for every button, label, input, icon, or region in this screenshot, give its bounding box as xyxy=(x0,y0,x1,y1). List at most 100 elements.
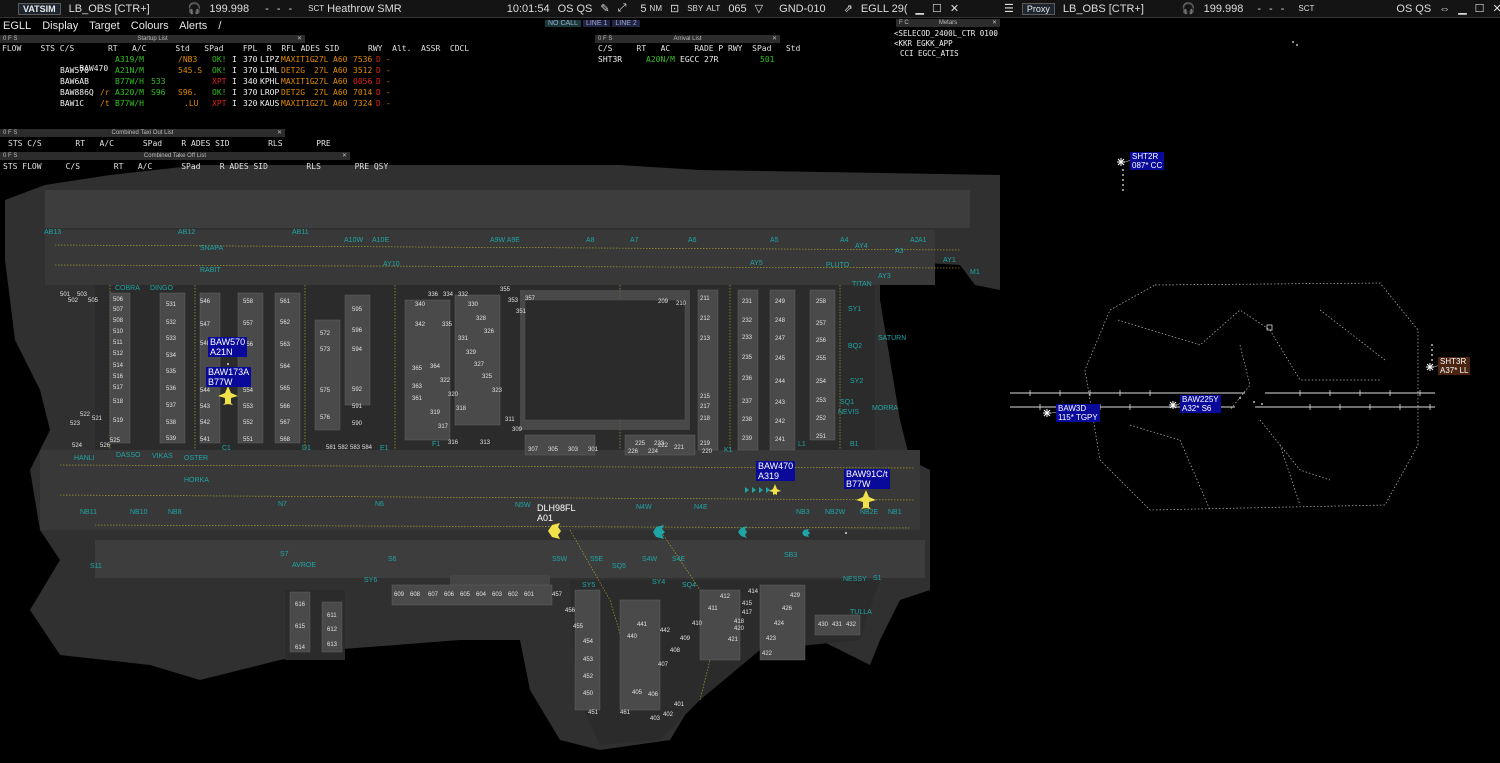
row-spad: S96. xyxy=(178,88,198,97)
menu-slash[interactable]: / xyxy=(218,20,222,32)
target-callsign: BAW225Y xyxy=(1182,395,1219,404)
filter-icon[interactable]: ▽ xyxy=(754,3,764,15)
close-icon[interactable]: ✕ xyxy=(341,153,347,159)
row-callsign[interactable]: BAW6AB xyxy=(60,77,89,86)
svg-text:NESSY: NESSY xyxy=(843,576,867,583)
line2-button[interactable]: LINE 2 xyxy=(612,20,640,27)
headset-icon[interactable]: 🎧 xyxy=(1181,3,1196,15)
close-icon[interactable]: ✕ xyxy=(296,36,302,42)
close-icon[interactable]: ✕ xyxy=(949,3,960,15)
swap-icon[interactable]: ⇔ xyxy=(1439,2,1451,15)
svg-text:320: 320 xyxy=(448,392,459,398)
os-button[interactable]: OS xyxy=(557,2,574,15)
svg-text:417: 417 xyxy=(742,610,753,616)
aircraft-callsign: BAW470 xyxy=(758,461,794,471)
svg-text:A6: A6 xyxy=(688,237,697,244)
aircraft-label[interactable]: BAW173A B77W xyxy=(206,367,252,387)
minimize-icon[interactable]: ▁ xyxy=(915,3,924,15)
qs-button[interactable]: QS xyxy=(576,2,593,15)
svg-text:242: 242 xyxy=(775,419,786,425)
menu-icon[interactable]: ☰ xyxy=(1004,3,1014,15)
svg-text:594: 594 xyxy=(352,347,363,353)
menu-alerts[interactable]: Alerts xyxy=(179,20,208,32)
minimize-icon[interactable]: ▁ xyxy=(1458,3,1467,15)
radar-view[interactable] xyxy=(1000,19,1500,763)
row-callsign[interactable]: BAW1C xyxy=(60,99,85,108)
aircraft-label[interactable]: BAW470 A319 xyxy=(756,461,796,481)
startup-list-ofs[interactable]: 0 F S xyxy=(3,36,18,42)
headset-icon[interactable]: 🎧 xyxy=(187,3,202,15)
aircraft-label[interactable]: BAW91C/t B77W xyxy=(844,469,890,489)
arrival-row-callsign[interactable]: SHT3R xyxy=(598,55,623,64)
svg-text:539: 539 xyxy=(166,436,177,442)
taxi-out-list-titlebar[interactable]: 0 F S Combined Taxi Out List ✕ xyxy=(0,129,285,137)
menu-airport[interactable]: EGLL xyxy=(3,20,32,32)
svg-text:603: 603 xyxy=(492,592,503,598)
row-assr: 7324 xyxy=(353,99,373,108)
row-rwy: 27L xyxy=(314,77,329,86)
startup-list-titlebar[interactable]: 0 F S Startup List ✕ xyxy=(0,35,305,43)
radar-target-label[interactable]: BAW225Y A32* S6 xyxy=(1180,395,1221,413)
aircraft-label[interactable]: DLH98FL A01 xyxy=(535,503,578,523)
os-button[interactable]: OS xyxy=(1396,2,1413,15)
metars-ofs[interactable]: F C xyxy=(899,20,909,26)
close-icon[interactable]: ✕ xyxy=(276,130,282,136)
row-callsign[interactable]: BAW570 xyxy=(60,66,89,75)
vatsim-button[interactable]: VATSIM xyxy=(18,2,61,15)
aircraft-label[interactable]: BAW570 A21N xyxy=(208,337,248,357)
range-value[interactable]: 5 xyxy=(640,2,647,15)
dash-1: - xyxy=(1257,2,1262,15)
ruler-icon[interactable]: ⤢ xyxy=(617,2,627,14)
svg-text:562: 562 xyxy=(280,320,291,326)
table-row[interactable]: BAW470 xyxy=(60,55,108,82)
row-cdcl: D xyxy=(376,99,381,108)
maximize-icon[interactable]: ☐ xyxy=(1474,3,1485,15)
pencil-icon[interactable]: ✎ xyxy=(600,3,610,15)
takeoff-ofs[interactable]: 0 F S xyxy=(3,153,18,159)
svg-text:N6: N6 xyxy=(375,501,384,508)
menu-display[interactable]: Display xyxy=(42,20,79,32)
sby-label[interactable]: SBY xyxy=(687,4,704,13)
svg-text:517: 517 xyxy=(113,385,124,391)
alt-label[interactable]: ALT xyxy=(706,4,721,13)
row-callsign[interactable]: BAW886Q xyxy=(60,88,94,97)
svg-text:AVROE: AVROE xyxy=(292,562,316,569)
close-icon[interactable]: ✕ xyxy=(771,36,777,42)
row-rt: /t xyxy=(100,99,110,108)
radar-target-label[interactable]: BAW3D 115* TGPY xyxy=(1056,404,1100,422)
svg-text:SNAPA: SNAPA xyxy=(200,245,224,252)
menu-colours[interactable]: Colours xyxy=(130,20,169,32)
arrival-list-titlebar[interactable]: 0 F S Arrival List ✕ xyxy=(595,35,780,43)
svg-text:211: 211 xyxy=(700,296,710,302)
svg-text:MORRA: MORRA xyxy=(872,405,898,412)
menu-target[interactable]: Target xyxy=(89,20,120,32)
svg-text:606: 606 xyxy=(444,592,455,598)
svg-text:564: 564 xyxy=(280,364,291,370)
svg-text:556: 556 xyxy=(243,342,254,348)
svg-text:DINGO: DINGO xyxy=(150,285,174,292)
svg-text:516: 516 xyxy=(113,374,124,380)
maximize-icon[interactable]: ☐ xyxy=(931,3,942,15)
svg-text:210: 210 xyxy=(676,301,687,307)
proxy-button[interactable]: Proxy xyxy=(1021,2,1055,15)
svg-text:222: 222 xyxy=(658,443,669,449)
radar-target-label[interactable]: SHT3R A37* LL xyxy=(1438,357,1471,375)
close-icon[interactable]: ✕ xyxy=(991,20,997,26)
no-call-button[interactable]: NO CALL xyxy=(545,20,581,27)
row-cdcl: D xyxy=(376,66,381,75)
radar-target-label[interactable]: SHT2R 087* CC xyxy=(1130,152,1165,170)
arrival-list-ofs[interactable]: 0 F S xyxy=(598,36,613,42)
taxi-out-ofs[interactable]: 0 F S xyxy=(3,130,18,136)
takeoff-list-titlebar[interactable]: 0 F S Combined Take Off List ✕ xyxy=(0,152,350,160)
svg-text:328: 328 xyxy=(476,316,487,322)
metars-titlebar[interactable]: F C Metars ✕ xyxy=(896,19,1000,27)
svg-text:505: 505 xyxy=(88,298,99,304)
line1-button[interactable]: LINE 1 xyxy=(582,20,611,27)
svg-text:611: 611 xyxy=(327,613,337,619)
svg-text:S1: S1 xyxy=(873,575,882,582)
close-icon[interactable]: ✕ xyxy=(1492,3,1500,15)
row-fpl: OK! xyxy=(212,66,227,75)
qs-button[interactable]: QS xyxy=(1415,2,1432,15)
callsign-label: LB_OBS [CTR+] xyxy=(1062,2,1144,15)
